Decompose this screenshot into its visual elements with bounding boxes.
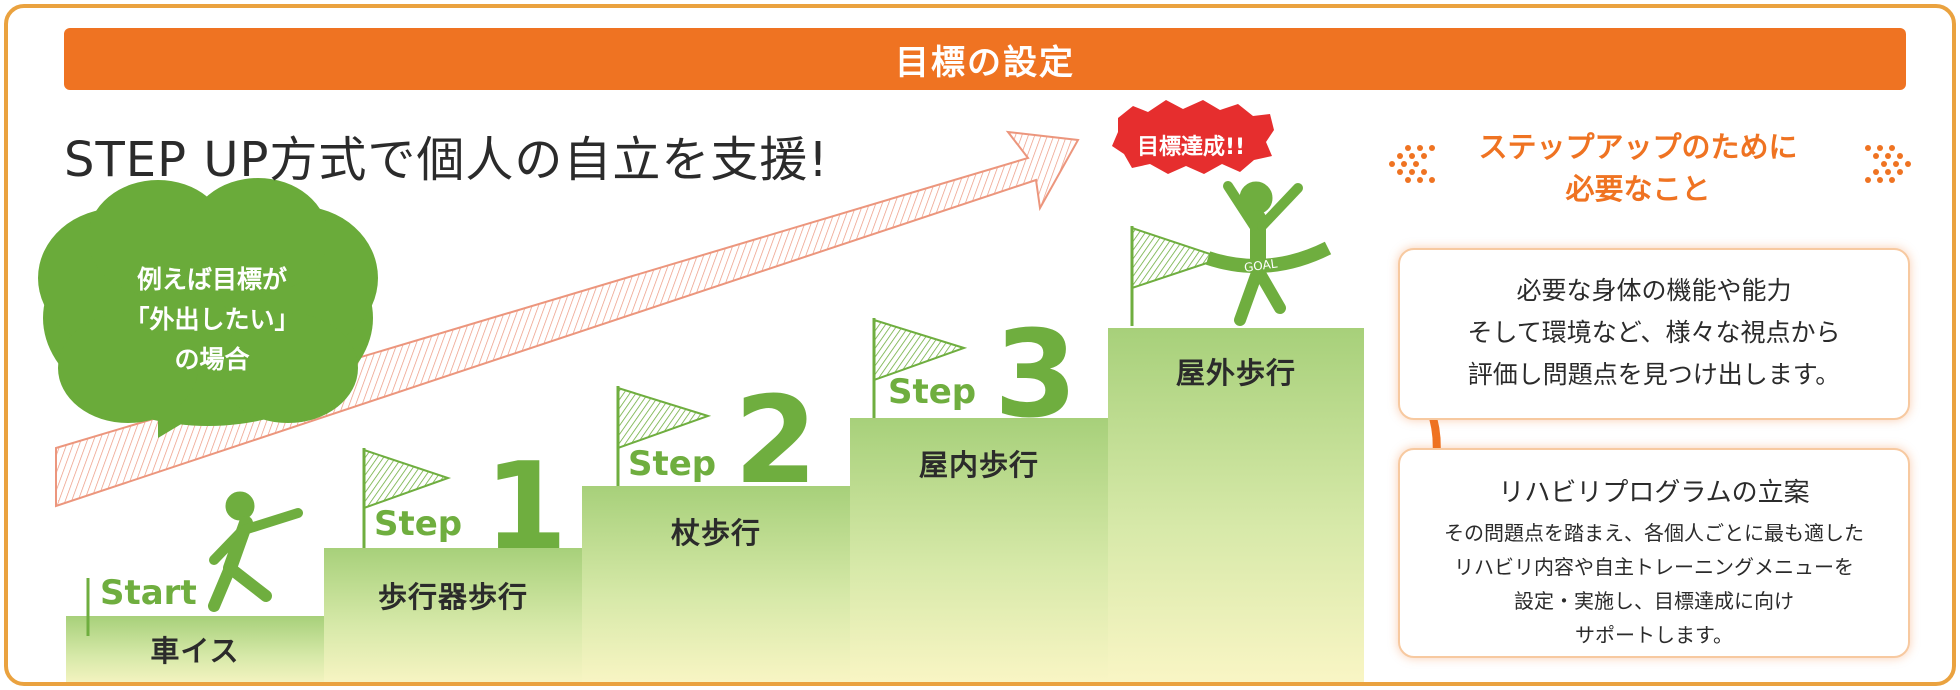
example-bubble bbox=[38, 178, 378, 438]
start-word: Start bbox=[100, 573, 197, 613]
achieve-badge bbox=[1112, 100, 1274, 174]
card-text-line: その問題点を踏まえ、各個人ごとに最も適した bbox=[1444, 521, 1864, 545]
step-block-1 bbox=[324, 548, 582, 682]
flag-icon bbox=[872, 318, 968, 418]
goal-ribbon: GOAL bbox=[1205, 241, 1332, 275]
card-text-line: 評価し問題点を見つけ出します。 bbox=[1467, 360, 1841, 389]
card-text-line: リハビリ内容や自主トレーニングメニューを bbox=[1454, 555, 1854, 579]
header-title: 目標の設定 bbox=[895, 42, 1075, 83]
flag-icon bbox=[362, 448, 452, 548]
program-card-title: リハビリプログラムの立案 bbox=[1498, 478, 1810, 508]
card-text-line: そして環境など、様々な視点から bbox=[1467, 318, 1841, 347]
needs-title-line: ステップアップのために bbox=[1478, 130, 1798, 164]
step-word-3: Step bbox=[888, 372, 977, 412]
bubble-line: 例えば目標が bbox=[136, 265, 287, 294]
step-label-goal: 屋外歩行 bbox=[1175, 356, 1296, 390]
headline: STEP UP方式で個人の自立を支援! bbox=[64, 132, 829, 188]
step-block-3 bbox=[850, 418, 1108, 682]
card-text-line: 設定・実施し、目標達成に向け bbox=[1514, 589, 1794, 613]
flag-icon bbox=[1130, 226, 1226, 326]
step-label-1: 歩行器歩行 bbox=[377, 580, 528, 614]
goal-ribbon-text: GOAL bbox=[1243, 256, 1278, 275]
main-panel: GOAL 目標の設定 STEP UP方式で個人の自立を支援! 例えば目標が 「外… bbox=[4, 4, 1956, 686]
step-label-start: 車イス bbox=[150, 634, 240, 668]
step-number-2: 2 bbox=[734, 372, 818, 511]
step-word-2: Step bbox=[628, 444, 717, 484]
flag-icon bbox=[616, 386, 712, 486]
program-card: リハビリプログラムの立案 その問題点を踏まえ、各個人ごとに最も適した リハビリ内… bbox=[1398, 448, 1910, 658]
step-number-1: 1 bbox=[484, 438, 568, 577]
bubble-line: の場合 bbox=[174, 345, 250, 374]
staircase bbox=[66, 328, 1364, 682]
step-word-1: Step bbox=[374, 504, 463, 544]
step-block-2 bbox=[582, 486, 850, 682]
needs-title: ステップアップのために 必要なこと bbox=[1428, 126, 1848, 210]
chevron-dots-icon bbox=[1389, 145, 1911, 183]
step-label-3: 屋内歩行 bbox=[918, 448, 1039, 482]
card-text-line: サポートします。 bbox=[1575, 623, 1733, 647]
goal-figure-icon bbox=[1223, 181, 1303, 326]
card-text-line: 必要な身体の機能や能力 bbox=[1516, 276, 1792, 305]
example-bubble-text: 例えば目標が 「外出したい」 の場合 bbox=[92, 260, 332, 380]
step-block-goal bbox=[1108, 328, 1364, 682]
runner-icon bbox=[208, 491, 303, 612]
assessment-card: 必要な身体の機能や能力 そして環境など、様々な視点から 評価し問題点を見つけ出し… bbox=[1398, 248, 1910, 420]
header-bar: 目標の設定 bbox=[64, 28, 1906, 90]
bubble-line: 「外出したい」 bbox=[124, 305, 300, 334]
step-label-2: 杖歩行 bbox=[670, 516, 761, 550]
step-block-start bbox=[66, 616, 324, 682]
achieve-badge-text: 目標達成!! bbox=[1136, 135, 1246, 160]
needs-title-line: 必要なこと bbox=[1565, 172, 1711, 206]
step-number-3: 3 bbox=[994, 306, 1078, 445]
illustration: GOAL bbox=[38, 100, 1911, 682]
